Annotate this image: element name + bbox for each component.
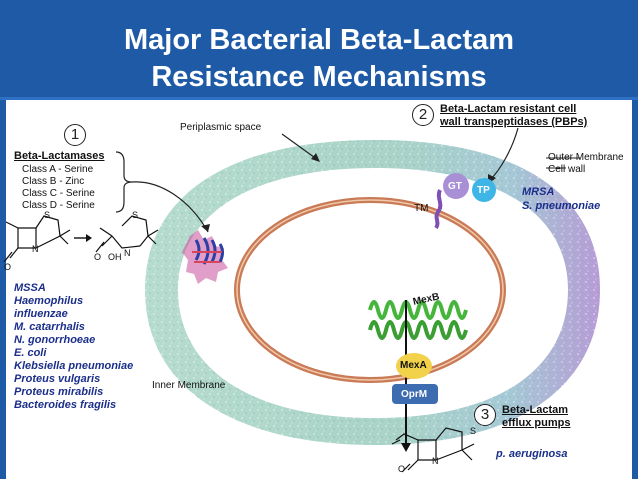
beta-lactamase-brace bbox=[115, 151, 133, 213]
atom-s-label: S bbox=[44, 210, 51, 220]
pbp-organism-item: S. pneumoniae bbox=[522, 200, 601, 212]
atom-oh-label: OH bbox=[108, 252, 122, 262]
atom-n-label: N bbox=[32, 244, 39, 254]
atom-o-label: O bbox=[4, 262, 12, 272]
lactamase-class: Class D - Serine bbox=[22, 200, 95, 211]
tp-label: TP bbox=[477, 185, 490, 196]
organism-item: Haemophilus bbox=[14, 295, 84, 307]
beta-lactamases-heading: Beta-Lactamases bbox=[14, 150, 105, 162]
atom-s-label: S bbox=[132, 210, 139, 220]
title-band bbox=[0, 0, 638, 98]
beta-lactamase-enzyme bbox=[182, 230, 228, 284]
organism-item: M. catarrhalis bbox=[14, 321, 85, 333]
mechanism-3-number: 3 bbox=[474, 404, 496, 426]
tm-label: TM bbox=[414, 203, 429, 214]
organism-item: Klebsiella pneumoniae bbox=[14, 360, 134, 372]
oprm-label: OprM bbox=[401, 389, 428, 400]
periplasmic-space-label: Periplasmic space bbox=[180, 122, 262, 133]
lactamase-class: Class B - Zinc bbox=[22, 176, 85, 187]
outer-membrane-label: Outer Membrane bbox=[548, 152, 624, 163]
organism-item: E. coli bbox=[14, 347, 47, 359]
title-line-1: Major Bacterial Beta-Lactam bbox=[123, 24, 515, 56]
efflux-pump bbox=[368, 300, 468, 452]
mexa-label: MexA bbox=[400, 360, 427, 371]
organism-item: influenzae bbox=[14, 308, 68, 320]
atom-n-label: N bbox=[432, 456, 439, 466]
mexa-protein bbox=[396, 353, 432, 379]
beta-lactam-structure-intact bbox=[3, 215, 71, 263]
left-frame-strip bbox=[0, 100, 6, 479]
efflux-organism: p. aeruginosa bbox=[496, 448, 568, 460]
title-line-2: Resistance Mechanisms bbox=[151, 61, 487, 93]
gt-label: GT bbox=[448, 181, 462, 192]
atom-s-label: S bbox=[470, 426, 477, 436]
mechanism-2-number: 2 bbox=[412, 104, 434, 126]
beta-lactam-structure-effluxed bbox=[391, 427, 475, 473]
mechanism-1-number: 1 bbox=[64, 124, 86, 146]
beta-lactam-structure-hydrolyzed bbox=[95, 215, 159, 253]
lactamase-class: Class A - Serine bbox=[22, 164, 94, 175]
atom-n-label: N bbox=[124, 248, 131, 258]
tp-domain bbox=[472, 178, 496, 202]
lactamase-class: Class C - Serine bbox=[22, 188, 95, 199]
organism-item: Bacteroides fragilis bbox=[14, 399, 117, 411]
organism-item: N. gonorrhoeae bbox=[14, 334, 96, 346]
page-title: Major Bacterial Beta-Lactam Resistance M… bbox=[0, 22, 638, 96]
efflux-heading-line-2: efflux pumps bbox=[502, 417, 571, 429]
atom-o-label: O bbox=[398, 464, 406, 474]
right-frame-strip bbox=[632, 100, 638, 479]
organism-item: Proteus vulgaris bbox=[14, 373, 101, 385]
organism-item: Proteus mirabilis bbox=[14, 386, 104, 398]
gt-domain bbox=[443, 173, 469, 199]
inner-membrane bbox=[234, 197, 506, 383]
inner-membrane-label: Inner Membrane bbox=[152, 380, 226, 391]
oprm-protein bbox=[392, 384, 438, 404]
efflux-heading-line-1: Beta-Lactam bbox=[502, 404, 569, 416]
title-band-edge bbox=[0, 97, 638, 100]
pbp-heading-line-1: Beta-Lactam resistant cell bbox=[440, 103, 577, 115]
pbp-heading-line-2: wall transpeptidases (PBPs) bbox=[440, 116, 588, 128]
cell-wall-label: Cell wall bbox=[548, 164, 586, 175]
organism-item: MSSA bbox=[14, 282, 46, 294]
atom-o-label: O bbox=[94, 252, 102, 262]
pbp-complex bbox=[434, 173, 496, 230]
pbp-organism-item: MRSA bbox=[522, 186, 555, 198]
